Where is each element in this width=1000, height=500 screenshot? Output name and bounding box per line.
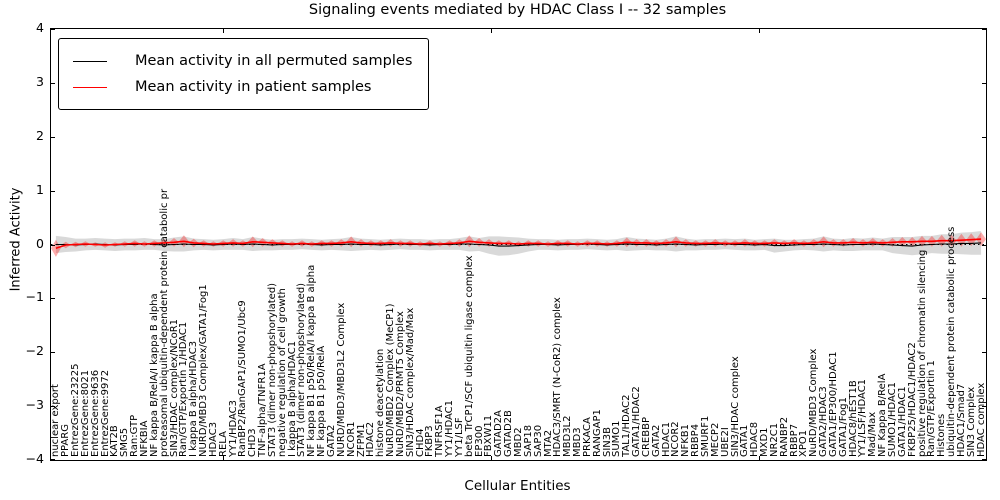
legend-item-permuted: Mean activity in all permuted samples xyxy=(73,48,412,74)
y-tick-label: −2 xyxy=(25,343,44,359)
legend-label: Mean activity in all permuted samples xyxy=(135,53,413,69)
y-tick-label: 4 xyxy=(36,20,44,35)
tick-mark xyxy=(51,190,55,192)
tick-mark xyxy=(51,298,55,300)
tick-mark xyxy=(982,190,986,192)
tick-mark xyxy=(51,352,55,354)
permuted-line-swatch xyxy=(73,60,107,62)
tick-mark xyxy=(982,29,986,30)
tick-mark xyxy=(223,29,224,33)
y-tick-label: 2 xyxy=(36,127,44,143)
tick-mark xyxy=(491,29,492,33)
permuted-mean-line xyxy=(55,242,982,247)
tick-mark xyxy=(982,406,986,408)
tick-mark xyxy=(982,82,986,84)
y-tick-label: 3 xyxy=(36,73,44,89)
chart-title: Signaling events mediated by HDAC Class … xyxy=(308,2,727,18)
chart-canvas xyxy=(51,231,986,257)
tick-mark xyxy=(491,456,492,460)
y-tick-label: 1 xyxy=(36,181,44,197)
tick-mark xyxy=(982,136,986,138)
y-tick-label: 0 xyxy=(36,235,44,251)
tick-mark xyxy=(982,459,986,460)
tick-mark xyxy=(51,406,55,408)
x-axis-label: Cellular Entities xyxy=(464,478,571,494)
tick-mark xyxy=(51,244,55,246)
tick-mark xyxy=(982,244,986,246)
tick-mark xyxy=(759,456,760,460)
tick-mark xyxy=(982,298,986,300)
legend: Mean activity in all permuted samples Me… xyxy=(58,38,430,110)
tick-mark xyxy=(223,456,224,460)
y-tick-label: −1 xyxy=(25,289,44,305)
x-tick-label: HDAC complex xyxy=(975,382,987,457)
tick-mark xyxy=(51,82,55,84)
patient-line-swatch xyxy=(73,86,107,88)
legend-label: Mean activity in patient samples xyxy=(135,79,372,95)
tick-mark xyxy=(51,459,55,460)
tick-mark xyxy=(982,352,986,354)
y-tick-label: −3 xyxy=(25,397,44,413)
y-tick-label: −4 xyxy=(25,451,44,466)
tick-mark xyxy=(51,136,55,138)
tick-mark xyxy=(759,29,760,33)
legend-item-patient: Mean activity in patient samples xyxy=(73,74,412,100)
tick-mark xyxy=(51,29,55,30)
patient-mean-line xyxy=(55,238,982,250)
